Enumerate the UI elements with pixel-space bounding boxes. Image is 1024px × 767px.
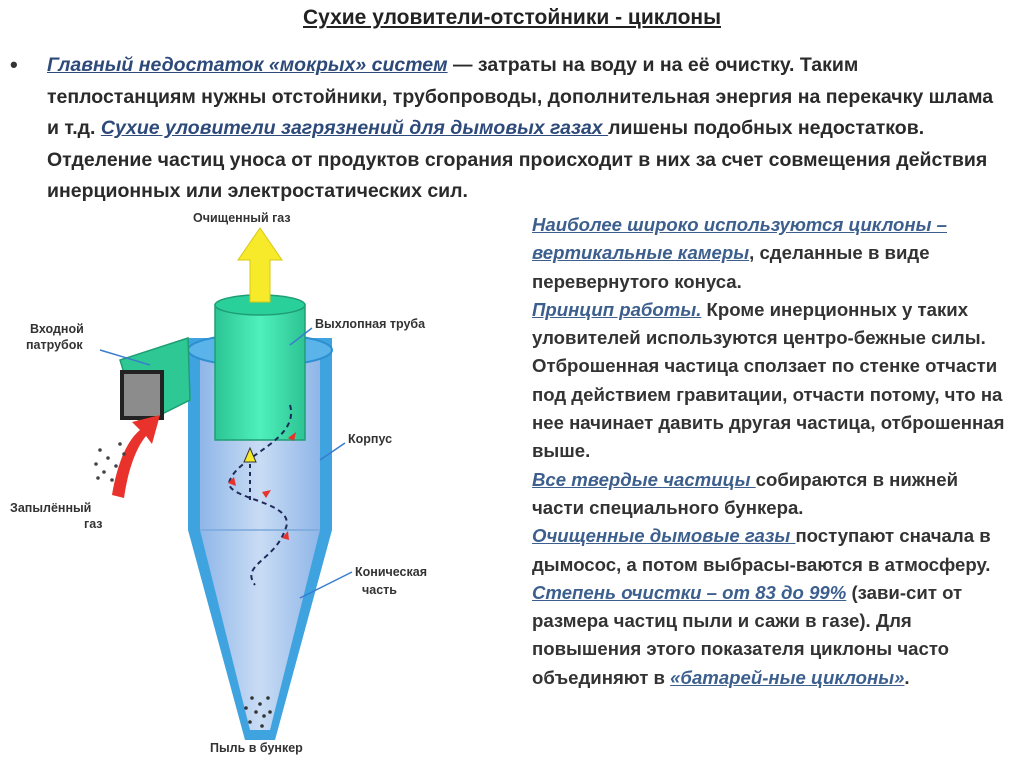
emphasis-cleaning-degree: Степень очистки – от 83 до 99% (532, 581, 847, 603)
text-end: . (904, 666, 910, 688)
leader-exhaust (289, 327, 313, 346)
label-dusty-gas-1: Запылённый (10, 501, 91, 515)
clean-gas-arrow (237, 227, 283, 303)
intro-emphasis-dry-collectors: Сухие уловители загрязнений для дымовых … (100, 117, 609, 139)
label-exhaust-pipe: Выхлопная труба (315, 317, 426, 331)
intro-text-1: — затраты на воду и на её очистку. Таким… (47, 54, 994, 139)
inlet-opening (120, 370, 164, 420)
dust-particles-inlet (94, 442, 126, 482)
text-clean-flue-gases: поступают сначала в дымосос, а потом выб… (532, 525, 991, 575)
page-title: Сухие уловители-отстойники - циклоны (302, 6, 722, 29)
emphasis-battery-cyclones: «батарей-ные циклоны» (670, 666, 905, 688)
leader-cone (299, 571, 353, 599)
swirl-path (228, 404, 293, 586)
label-conical-1: Коническая (355, 565, 427, 579)
emphasis-clean-flue-gases: Очищенные дымовые газы (532, 525, 796, 547)
up-arrowhead (243, 446, 257, 463)
intro-emphasis-wet-systems: Главный недостаток «мокрых» систем (47, 54, 448, 76)
dust-particles-bunker (244, 696, 272, 728)
leader-body (319, 442, 346, 461)
emphasis-solid-particles: Все твердые частицы (532, 468, 756, 490)
label-body: Корпус (348, 432, 392, 446)
intro-paragraph: Главный недостаток «мокрых» систем — зат… (47, 50, 1007, 208)
label-inlet-1: Входной (30, 322, 84, 336)
text-solid-particles: собираются в нижней части специального б… (532, 468, 959, 518)
cyclone-diagram: Очищенный газ Входной патрубок Выхлопная… (10, 211, 427, 755)
text-cleaning-degree: (зави-сит от размера частиц пыли и сажи … (532, 581, 963, 688)
emphasis-cyclones: Наиболее широко используются циклоны – в… (532, 214, 947, 264)
emphasis-principle: Принцип работы. (532, 298, 702, 320)
cyclone-body-inner (200, 350, 320, 730)
label-dusty-gas-2: газ (84, 517, 103, 531)
leader-inlet (99, 349, 151, 366)
right-column-text: Наиболее широко используются циклоны – в… (532, 211, 1012, 692)
label-dust-bunker: Пыль в бункер (210, 741, 303, 755)
text-cyclones: , сделанные в виде перевернутого конуса. (532, 242, 930, 292)
exhaust-pipe (214, 304, 306, 441)
dusty-gas-arrow (112, 415, 160, 498)
label-conical-2: часть (362, 583, 397, 597)
label-clean-gas: Очищенный газ (193, 211, 291, 225)
red-flow-markers (228, 432, 296, 540)
label-inlet-2: патрубок (26, 338, 83, 352)
bullet-marker: • (10, 52, 18, 77)
intro-text-2: лишены подобных недостатков. Отделение ч… (47, 117, 988, 202)
text-principle: Кроме инерционных у таких уловителей исп… (532, 298, 1005, 462)
